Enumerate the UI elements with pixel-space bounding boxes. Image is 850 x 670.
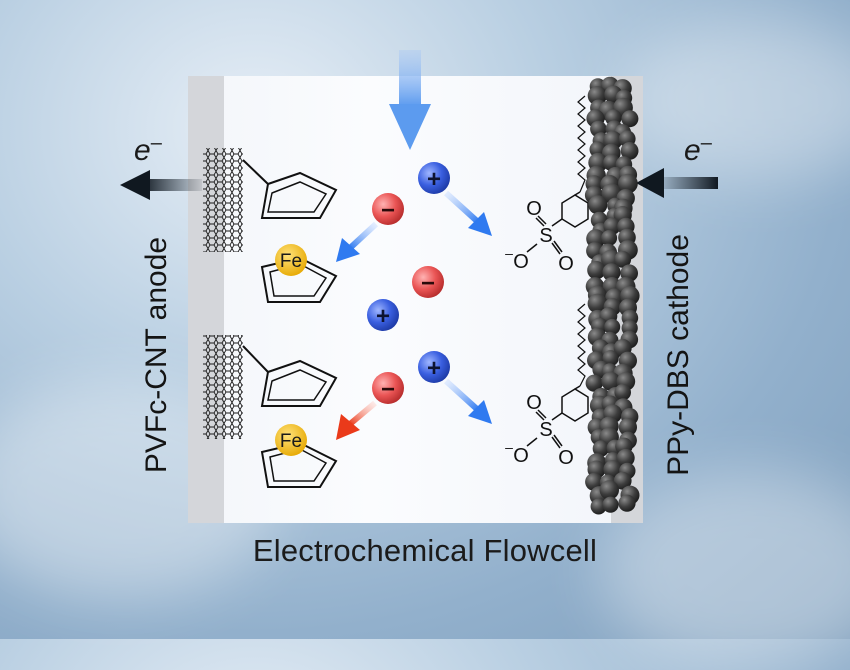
anode-label: PVFc-CNT anode <box>140 236 173 474</box>
sulfonate-labels-bottom: O S O O – <box>505 392 574 469</box>
ferrocene-bottom <box>242 345 338 488</box>
oxygen-label: O <box>558 253 574 275</box>
iron-atom-top <box>275 244 307 276</box>
anion-sign: − <box>381 376 395 403</box>
polypyrrole-particle <box>604 318 621 335</box>
anion-ion: − <box>372 193 404 225</box>
dbs-sulfonate-bottom <box>526 385 589 449</box>
flow-inlet-arrow <box>389 50 431 150</box>
polypyrrole-particle <box>589 141 606 158</box>
polypyrrole-particle <box>613 471 632 490</box>
oxygen-label: O <box>558 447 574 469</box>
flowcell-chamber <box>188 76 643 523</box>
cation-arrow-bottom <box>443 378 492 424</box>
iron-atom-bottom <box>275 424 307 456</box>
polypyrrole-particle <box>601 371 621 391</box>
polypyrrole-particle <box>585 374 603 392</box>
polypyrrole-particle <box>601 230 618 246</box>
oxygen-label: O <box>526 392 542 414</box>
minus-label: – <box>505 439 513 455</box>
polypyrrole-particle <box>603 154 621 172</box>
polypyrrole-particle <box>618 494 636 512</box>
dbs-sulfonate-top <box>526 191 589 255</box>
oxygen-minus-label: O <box>513 445 529 467</box>
cation-ion: + <box>418 162 450 194</box>
alkyl-chain-top <box>577 95 586 193</box>
cation-arrow-top <box>443 190 492 236</box>
polypyrrole-particle <box>587 261 606 280</box>
alkyl-chain-bottom <box>577 303 586 387</box>
ferrocene-top <box>242 159 338 303</box>
electron-out-arrow <box>120 170 202 200</box>
polypyrrole-layer <box>584 76 640 515</box>
polypyrrole-particle <box>621 110 639 128</box>
anion-sign: − <box>421 270 435 297</box>
polypyrrole-particle <box>614 251 632 268</box>
polypyrrole-particle <box>602 263 621 282</box>
polypyrrole-particle <box>618 173 638 194</box>
polypyrrole-particle <box>599 480 619 500</box>
fe-label-top: Fe <box>280 251 302 272</box>
diagram-caption: Electrochemical Flowcell <box>252 533 598 568</box>
polypyrrole-particle <box>602 350 619 367</box>
polypyrrole-particle <box>602 496 619 513</box>
cnt-bundle-bottom <box>203 335 243 439</box>
electron-label-left: e– <box>134 132 162 167</box>
cation-sign: + <box>427 355 441 382</box>
cathode-label: PPy-DBS cathode <box>662 234 695 476</box>
diagram-graphics: + − − + + − <box>120 50 718 515</box>
polypyrrole-particle <box>620 142 639 160</box>
sulfur-label: S <box>539 225 552 247</box>
cation-sign: + <box>376 303 390 330</box>
polypyrrole-particle <box>618 418 638 437</box>
oxygen-label: O <box>526 198 542 220</box>
cation-ion: + <box>418 351 450 383</box>
sulfur-label: S <box>539 419 552 441</box>
anion-arrow-top <box>336 221 379 262</box>
oxygen-minus-label: O <box>513 251 529 273</box>
anion-ion: − <box>372 372 404 404</box>
cation-ion: + <box>367 299 399 331</box>
fe-label-bottom: Fe <box>280 431 302 452</box>
cation-sign: + <box>427 166 441 193</box>
electron-label-right: e– <box>684 132 712 167</box>
sulfonate-labels-top: O S O O – <box>505 198 574 275</box>
anion-arrow-bottom <box>336 400 377 440</box>
polypyrrole-particle <box>614 384 631 401</box>
anion-sign: − <box>381 197 395 224</box>
cnt-bundle-top <box>203 148 243 252</box>
anion-ion: − <box>412 266 444 298</box>
minus-label: – <box>505 245 513 261</box>
polypyrrole-particle <box>588 195 608 215</box>
polypyrrole-particle <box>616 448 635 467</box>
electron-in-arrow <box>636 168 718 198</box>
polypyrrole-particle <box>592 440 610 457</box>
polypyrrole-particle <box>587 293 608 314</box>
polypyrrole-particle <box>590 498 607 515</box>
